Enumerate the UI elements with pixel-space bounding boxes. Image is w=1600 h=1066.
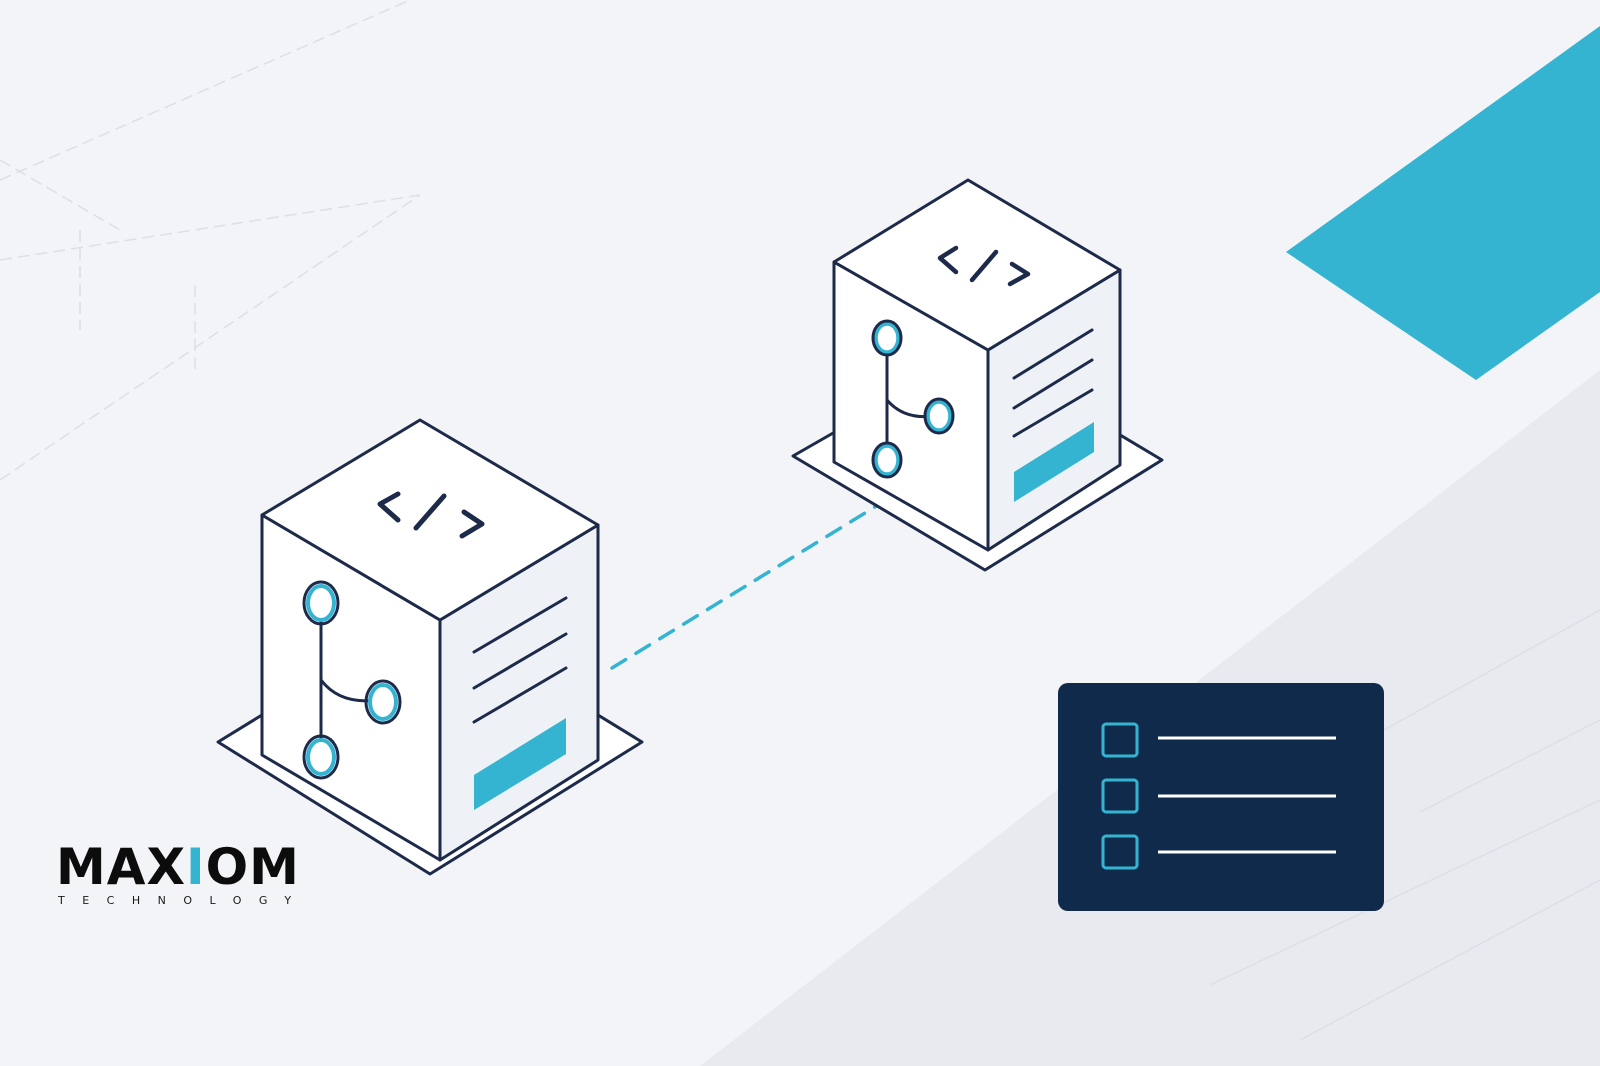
server-cube-large <box>216 418 644 876</box>
document-lines-icon <box>1012 328 1094 438</box>
logo-word-accent: I <box>186 838 206 896</box>
checkbox-icon <box>1101 778 1139 814</box>
cube-accent-block <box>474 718 566 810</box>
maxiom-logo: MAXIOM TECHNOLOGY <box>56 842 346 907</box>
code-brackets-icon <box>377 491 485 539</box>
document-lines-icon <box>472 596 568 724</box>
code-brackets-icon <box>937 245 1031 287</box>
background-grid-lines <box>0 0 421 481</box>
branch-icon <box>302 580 402 780</box>
logo-word-end: OM <box>205 838 300 896</box>
checklist-row <box>1101 834 1336 870</box>
logo-word-start: MAX <box>56 838 187 896</box>
checkbox-icon <box>1101 834 1139 870</box>
checklist-row <box>1101 778 1336 814</box>
cube-accent-block <box>1014 422 1094 502</box>
cube-top <box>260 418 600 622</box>
logo-tagline: TECHNOLOGY <box>58 894 309 907</box>
checklist-panel <box>1058 683 1384 911</box>
logo-wordmark: MAXIOM <box>56 842 346 892</box>
dashed-connector <box>610 503 880 670</box>
branch-icon <box>871 319 955 479</box>
accent-stripe <box>1286 26 1600 380</box>
cube-top <box>832 178 1122 352</box>
checklist-row <box>1101 722 1336 758</box>
server-cube-small <box>791 178 1164 572</box>
checkbox-icon <box>1101 722 1139 758</box>
